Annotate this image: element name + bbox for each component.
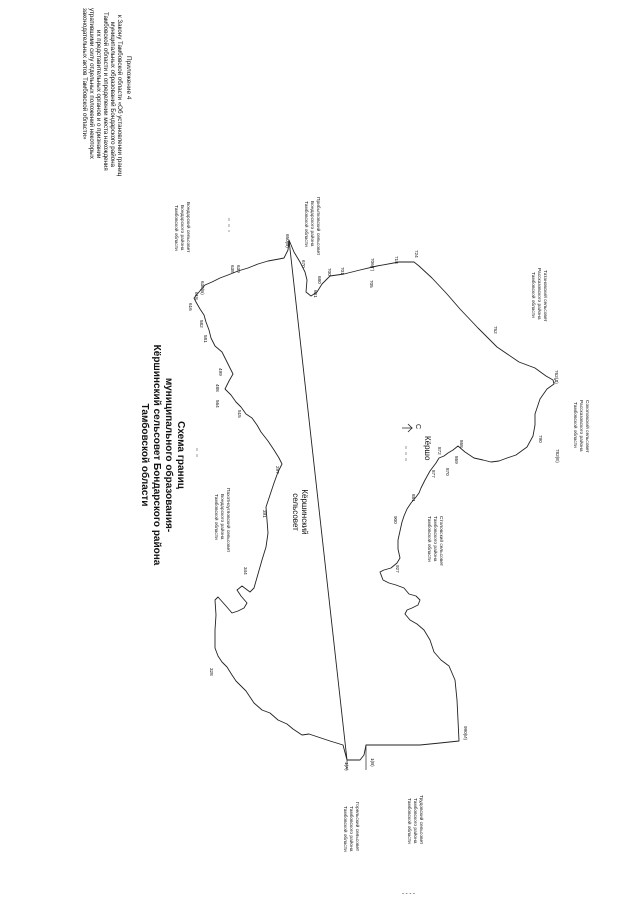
- point-label: 670: [301, 260, 306, 268]
- neighbor-label-tatanovsky: Татановский сельсовет Рассказовского рай…: [530, 268, 549, 322]
- point-label: 564: [215, 400, 220, 408]
- appendix-line: к Закону Тамбовской области «Об установл…: [116, 15, 123, 177]
- point-label: 705: [369, 280, 374, 288]
- point-label: 706(Г): [370, 258, 375, 272]
- point-label: 869: [454, 456, 459, 464]
- point-label: 900: [393, 516, 398, 524]
- neighbor-label-line: Тамбовской области: [406, 798, 413, 844]
- point-label: 724: [414, 250, 419, 258]
- neighbor-label-pushkinsky: Пахотноугловский сельсовет Бондарского р…: [213, 488, 232, 553]
- neighbor-label-turmasovsky: Трудовский сельсовет Тамбовского района …: [406, 795, 425, 845]
- appendix-line: Тамбовской области и определении места н…: [102, 12, 109, 171]
- scan-footer-mark: - - - -: [402, 891, 415, 897]
- territory-label-line: Кёршинский: [300, 489, 309, 534]
- point-label: 297: [275, 466, 280, 474]
- neighbor-label-line: Тамбовской области: [426, 516, 433, 562]
- point-label: 868: [459, 440, 464, 448]
- neighbor-label-line: Бондарского района: [219, 494, 226, 540]
- appendix-line: Приложение 4: [125, 56, 132, 100]
- neighbor-label-line: Тамбовского района: [432, 516, 439, 562]
- neighbor-label-staroyurievo: Столовский сельсовет Тамбовского района …: [426, 516, 445, 567]
- point-label: 701: [340, 267, 345, 275]
- point-label: 718: [394, 256, 399, 264]
- settlement-boundary: [193, 239, 555, 761]
- north-mark: С: [414, 424, 421, 429]
- point-label: 515: [237, 410, 242, 418]
- point-label: 1(В): [370, 758, 375, 767]
- point-label: 391: [262, 510, 267, 518]
- village-label: Кёршо: [423, 436, 432, 461]
- neighbor-label-line: Рассказовского района: [536, 268, 543, 320]
- neighbor-label-prigorodny: Прибытковский сельсовет Бондарского райо…: [303, 197, 322, 256]
- point-label: 638: [230, 265, 235, 273]
- point-label: 762(Д): [554, 370, 559, 384]
- point-label: 639: [236, 265, 241, 273]
- territory-label-line: сельсовет: [291, 493, 300, 531]
- point-label: 782(Е): [555, 449, 560, 463]
- point-label: 990(И): [463, 726, 468, 740]
- appendix-line: утратившими силу отдельных положений нек…: [88, 8, 95, 160]
- neighbor-label-gorelovsky: Горельский сельсовет Тамбовского района …: [342, 802, 361, 852]
- neighbor-label-line: Рассказовского района: [578, 400, 585, 452]
- point-label: 790: [538, 435, 543, 443]
- appendix-line: законодательных актов Тамбовской области…: [81, 8, 88, 140]
- map-title-line: Кёршинский сельсовет Бондарского района: [151, 345, 162, 566]
- point-label: 927: [395, 565, 400, 573]
- point-label: 881: [411, 494, 416, 502]
- neighbor-label-line: Тамбовской области: [572, 402, 579, 448]
- appendix-line: муниципальных образований Бондарского ра…: [109, 22, 116, 168]
- neighbor-label-line: Бондарский сельсовет: [185, 202, 192, 253]
- neighbor-label-line: Тамбовского района: [348, 806, 355, 852]
- north-arrow-icon: С: [402, 423, 421, 433]
- point-label: 488: [215, 384, 220, 392]
- territory-label: Кёршинский сельсовет: [291, 489, 309, 534]
- point-label: 616: [188, 303, 193, 311]
- point-label: 328: [209, 668, 214, 676]
- neighbor-label-line: Столовский сельсовет: [438, 516, 445, 567]
- neighbor-label-line: Прибытковский сельсовет: [315, 197, 322, 256]
- neighbor-label-line: Трудовский сельсовет: [418, 795, 425, 845]
- appendix-header: Приложение 4 к Закону Тамбовской области…: [81, 8, 132, 177]
- neighbor-label-line: Бондарского района: [179, 205, 186, 251]
- point-label: 618: [194, 292, 199, 300]
- point-label: 582: [199, 320, 204, 328]
- neighbor-label-line: Тамбовской области: [530, 272, 537, 318]
- neighbor-label-line: Соколовский сельсовет: [584, 400, 591, 453]
- neighbor-label-line: Бондарского района: [309, 201, 316, 247]
- neighbor-label-line: Татановский сельсовет: [542, 270, 549, 322]
- neighbor-label-sokolovsky: Соколовский сельсовет Рассказовского рай…: [572, 400, 591, 453]
- neighbor-label-line: Пахотноугловский сельсовет: [225, 488, 232, 553]
- point-label: 877: [431, 470, 436, 478]
- map-title-line: Схема границ: [175, 421, 186, 490]
- map-title-line: муниципального образования-: [163, 378, 175, 532]
- neighbor-label-line: Тамбовской области: [342, 806, 349, 852]
- map-title: Схема границ муниципального образования-…: [139, 345, 186, 566]
- neighbor-label-line: Горельский сельсовет: [354, 802, 361, 852]
- point-label: 700: [327, 268, 332, 276]
- point-label: 681: [313, 290, 318, 298]
- point-label: 581: [203, 335, 208, 343]
- neighbor-label-line: Тамбовской области: [173, 205, 180, 251]
- point-label: 1(А): [344, 762, 349, 771]
- map-title-line: Тамбовской области: [139, 404, 151, 507]
- appendix-line: их представительных органов и о признани…: [95, 30, 102, 159]
- point-label: 872: [437, 447, 442, 455]
- neighbor-label-line: Тамбовской области: [303, 201, 310, 247]
- point-label: 650(В): [285, 234, 290, 248]
- point-label: 680: [317, 276, 322, 284]
- boundary-point-labels: 1(А) 1(В) 328 344 391 297 515 564 488 49…: [188, 234, 560, 771]
- point-label: 499: [218, 368, 223, 376]
- neighbor-label-line: Тамбовского района: [412, 798, 419, 844]
- point-label: 344: [243, 567, 248, 575]
- point-label: 870: [445, 468, 450, 476]
- neighbor-label-bondarsky: Бондарский сельсовет Бондарского района …: [173, 202, 192, 253]
- point-label: 752: [493, 326, 498, 334]
- point-label: 630(Б): [200, 281, 205, 295]
- neighbor-label-line: Тамбовской области: [213, 494, 220, 540]
